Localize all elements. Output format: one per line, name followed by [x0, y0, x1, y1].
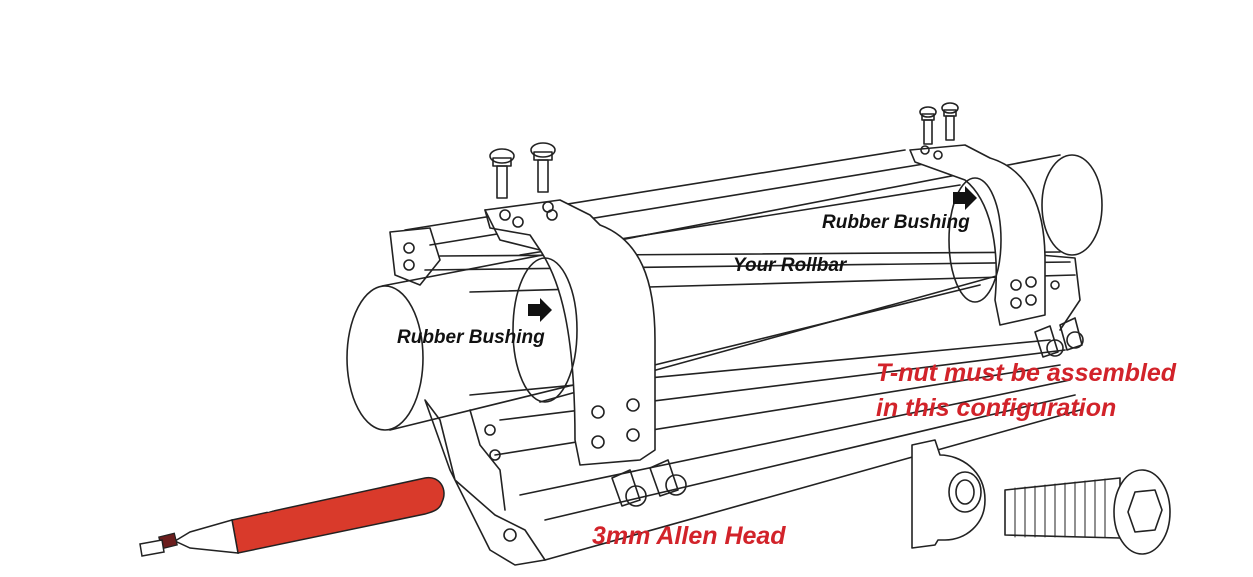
button-head-screw-detail: [1004, 469, 1171, 555]
loctite-tube: [139, 476, 445, 557]
side-bolts-right: [1034, 317, 1084, 358]
arrow-icon-right-bushing: [953, 186, 977, 210]
arrow-icon-left-bushing: [528, 298, 552, 322]
tnut-note-line2: in this configuration: [876, 394, 1117, 422]
rollbar-label: Your Rollbar: [733, 255, 847, 276]
side-bolts-bottom: [611, 459, 687, 507]
rubber-bushing-right-label: Rubber Bushing: [822, 212, 970, 233]
allen-head-label: 3mm Allen Head: [592, 522, 786, 550]
left-clamp: [484, 199, 656, 466]
top-bolts-right: [919, 102, 959, 145]
right-clamp: [909, 144, 1046, 326]
t-nut-detail: [911, 439, 986, 549]
arrow-icons: [528, 186, 977, 322]
top-bolts-left: [489, 142, 556, 199]
tnut-note-line1: T-nut must be assembled: [876, 359, 1177, 387]
rubber-bushing-left-label: Rubber Bushing: [397, 327, 545, 348]
